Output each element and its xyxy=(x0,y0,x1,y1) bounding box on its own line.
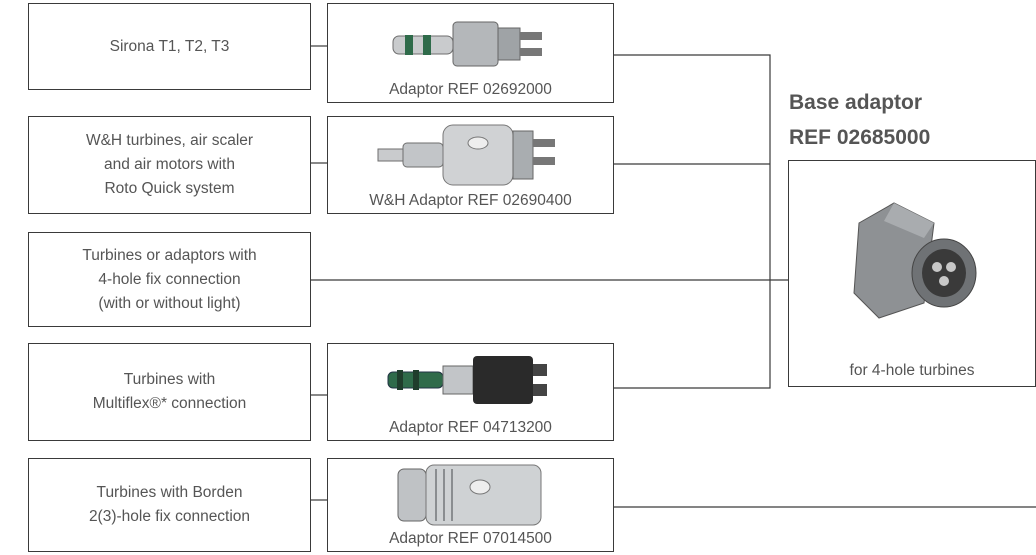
adaptor-caption: Adaptor REF 04713200 xyxy=(389,419,552,436)
adaptor-caption: Adaptor REF 07014500 xyxy=(389,530,552,547)
adaptor-07014500-image xyxy=(397,464,542,526)
adaptor-02690400-image xyxy=(377,124,555,186)
compat-label-borden: Turbines with Borden 2(3)-hole fix conne… xyxy=(28,458,311,552)
adaptor-02692000-image xyxy=(392,21,542,67)
compat-label-multiflex: Turbines with Multiflex®* connection xyxy=(28,343,311,441)
adaptor-card-04713200: Adaptor REF 04713200 xyxy=(327,343,614,441)
adaptor-04713200-image xyxy=(387,356,547,404)
compat-label-sirona: Sirona T1, T2, T3 xyxy=(28,3,311,90)
adaptor-caption: Adaptor REF 02692000 xyxy=(389,81,552,98)
base-adaptor-ref: REF 02685000 xyxy=(789,126,931,149)
base-adaptor-image xyxy=(853,202,977,319)
adaptor-card-02692000: Adaptor REF 02692000 xyxy=(327,3,614,103)
base-adaptor-caption: for 4-hole turbines xyxy=(849,362,975,379)
compat-label-wh: W&H turbines, air scaler and air motors … xyxy=(28,116,311,214)
adaptor-caption: W&H Adaptor REF 02690400 xyxy=(369,192,572,209)
adaptor-card-02690400: W&H Adaptor REF 02690400 xyxy=(327,116,614,214)
base-adaptor-title: Base adaptor xyxy=(789,91,923,114)
adaptor-card-07014500: Adaptor REF 07014500 xyxy=(327,458,614,552)
base-adaptor-card: for 4-hole turbines xyxy=(788,160,1036,387)
compat-label-4hole: Turbines or adaptors with 4-hole fix con… xyxy=(28,232,311,327)
